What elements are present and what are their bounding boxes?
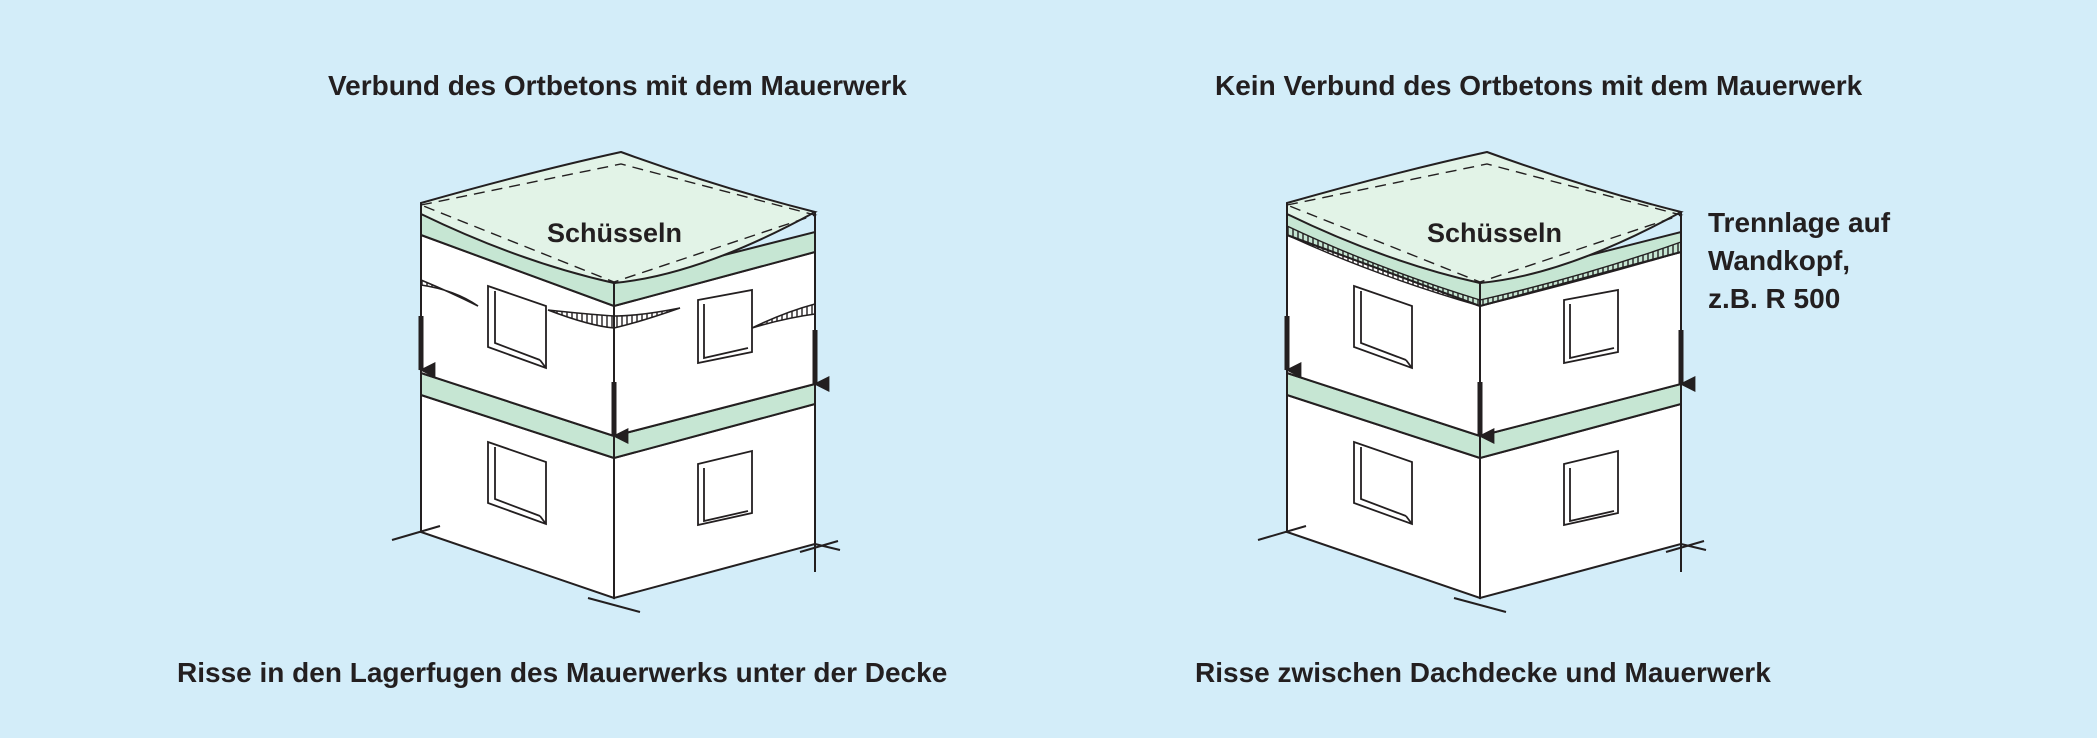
panel-unbonded: Kein Verbund des Ortbetons mit dem Mauer… — [1048, 0, 2096, 738]
separation-layer-note: Trennlage auf Wandkopf, z.B. R 500 — [1708, 204, 1890, 318]
bed-joint-cracks — [420, 278, 816, 329]
roof-label: Schüsseln — [1427, 218, 1563, 248]
note-line: z.B. R 500 — [1708, 283, 1841, 314]
building-bonded — [392, 152, 840, 612]
slab-wall-crack — [1286, 224, 1682, 307]
note-line: Trennlage auf — [1708, 207, 1891, 238]
roof-label: Schüsseln — [547, 218, 683, 248]
panel-caption: Risse zwischen Dachdecke und Mauerwerk — [1195, 657, 1771, 688]
building-unbonded — [1258, 152, 1706, 612]
panel-bonded: Verbund des Ortbetons mit dem Mauerwerk … — [0, 0, 1048, 738]
panel-title: Kein Verbund des Ortbetons mit dem Mauer… — [1215, 70, 1863, 101]
panel-title: Verbund des Ortbetons mit dem Mauerwerk — [328, 70, 907, 101]
note-line: Wandkopf, — [1708, 245, 1851, 276]
panel-caption: Risse in den Lagerfugen des Mauerwerks u… — [177, 657, 948, 688]
